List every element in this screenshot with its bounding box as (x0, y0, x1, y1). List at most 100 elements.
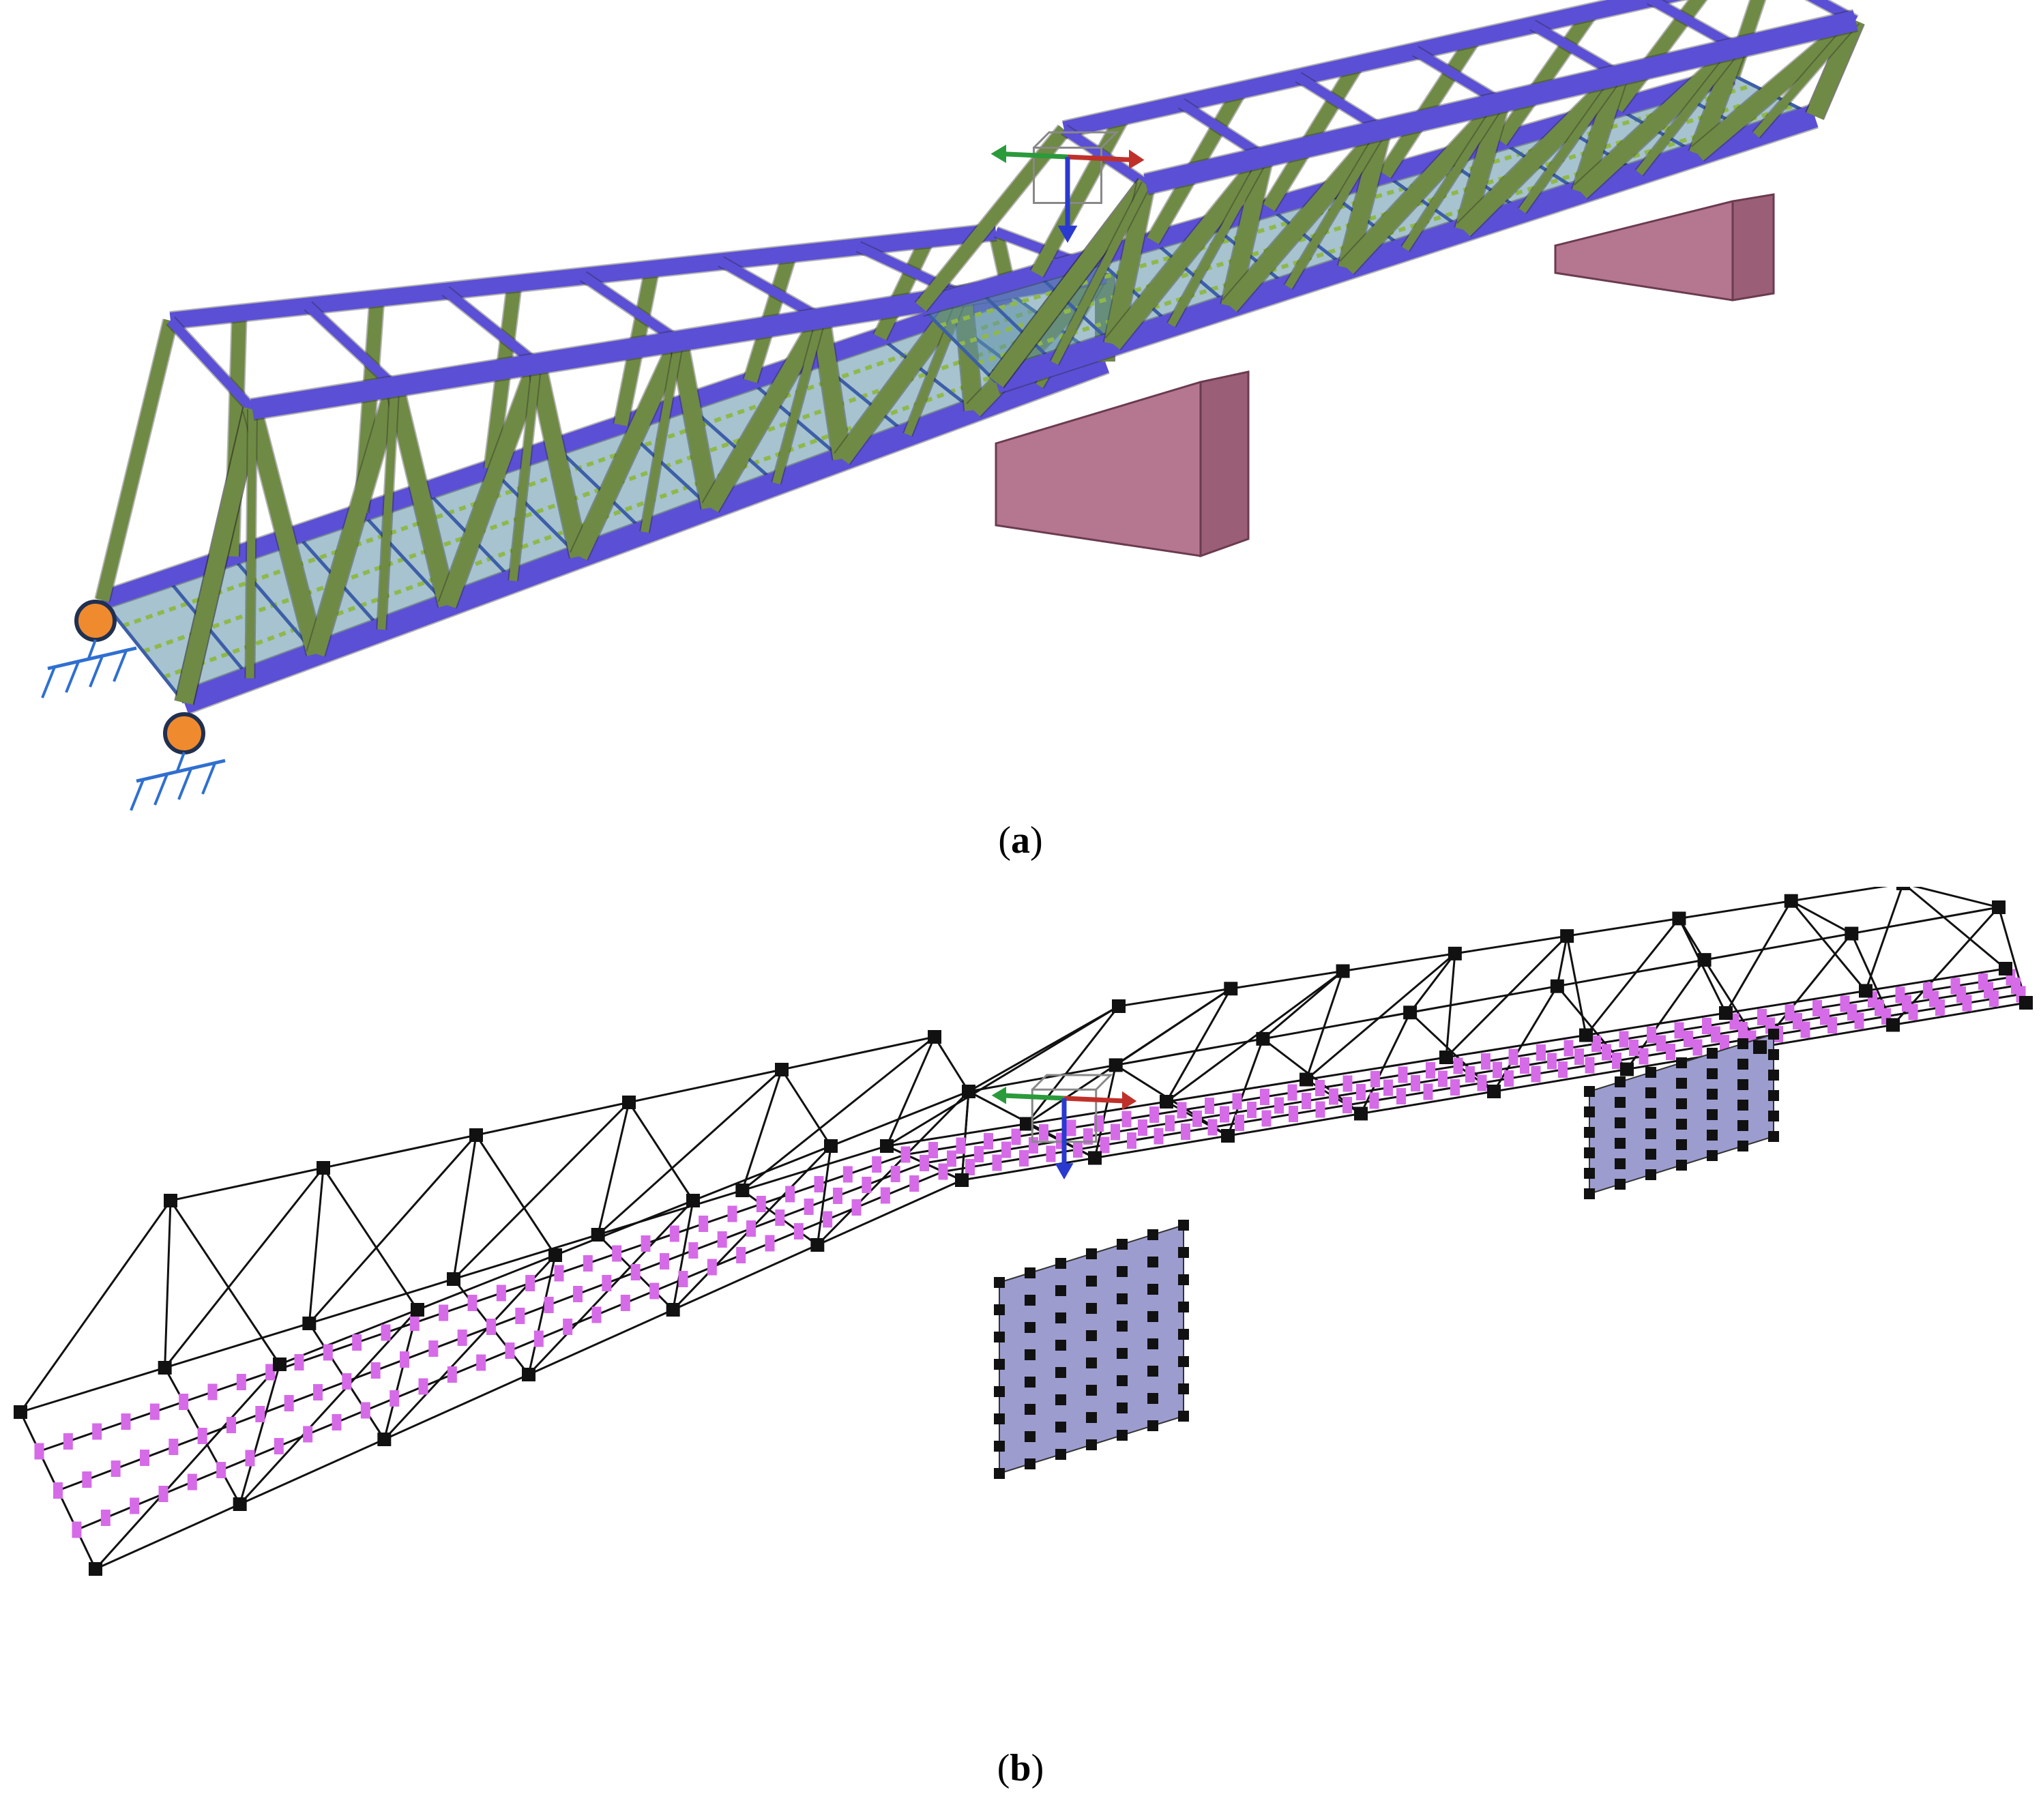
spring-element (1342, 1097, 1352, 1113)
spring-element (823, 1211, 833, 1228)
mesh-node (1055, 1285, 1066, 1296)
mesh-node (1025, 1458, 1036, 1469)
front-vertical (246, 409, 256, 679)
node-marker (447, 1272, 460, 1286)
spring-element (486, 1319, 496, 1335)
front-diagonal-line (672, 1200, 694, 1310)
spring-element (1315, 1080, 1325, 1096)
spring-element (140, 1450, 149, 1466)
front-diagonal (385, 384, 456, 608)
spring-element (1629, 1040, 1639, 1056)
front-diagonal-line (527, 1254, 557, 1375)
spring-element (1558, 1061, 1568, 1078)
back-diagonal-line (886, 1005, 1119, 1147)
spring-element (1684, 1031, 1693, 1047)
spring-element (1520, 1057, 1529, 1074)
spring-element (447, 1366, 457, 1383)
spring-element (1181, 1124, 1190, 1140)
spring-element (1757, 1009, 1767, 1025)
back-diagonal-line (308, 1134, 478, 1324)
spring-element (793, 1223, 804, 1239)
front-vertical (1401, 100, 1505, 252)
spring-element (158, 1486, 168, 1502)
spring-element (187, 1473, 197, 1491)
back-diagonal-line (1445, 953, 1456, 1058)
spring-element (1192, 1111, 1202, 1127)
top-lateral (1647, 0, 1740, 53)
spring-element (660, 1253, 669, 1269)
spring-element (1504, 1070, 1514, 1087)
spring-element (900, 1146, 911, 1163)
spring-element (496, 1285, 506, 1302)
front-diagonal (1574, 41, 1744, 199)
spring-element (149, 1403, 160, 1420)
front-diagonal (1338, 127, 1392, 271)
mesh-node (1117, 1403, 1128, 1413)
spring-element (630, 1264, 641, 1280)
back-diagonal-line (1724, 900, 1793, 1014)
spring-element (53, 1482, 63, 1499)
node-marker (1992, 900, 2006, 914)
node-marker (1886, 1018, 1900, 1032)
spring-element (612, 1245, 622, 1262)
spring-element (920, 1155, 929, 1171)
spring-element (1563, 1040, 1574, 1057)
front-diagonal-line (1093, 1065, 1117, 1158)
mesh-node (1086, 1303, 1097, 1314)
mesh-node (1707, 1150, 1718, 1161)
spring-element (1812, 1000, 1822, 1016)
pier-2-side (1731, 193, 1775, 302)
top-lateral (1413, 46, 1503, 107)
spring-element (1207, 1119, 1218, 1136)
mesh-node (1147, 1366, 1158, 1377)
mesh-node (1178, 1220, 1189, 1231)
top-lateral (581, 272, 681, 345)
back-diagonal-line (1025, 1006, 1120, 1125)
deck-floor-beam (231, 555, 317, 656)
mesh-node (1768, 1090, 1779, 1101)
spring-element (1232, 1093, 1242, 1110)
mesh-node (1178, 1274, 1189, 1285)
spring-element (1962, 995, 1972, 1012)
front-diagonal (1806, 16, 1864, 120)
mesh-node (994, 1413, 1005, 1424)
deck-floor-beam (920, 306, 997, 383)
deck-floor-beam (1383, 173, 1465, 232)
deck-floor-beam (978, 289, 1056, 364)
front-diagonal (1572, 72, 1628, 195)
top-lateral (166, 317, 256, 413)
spring-element (1260, 1089, 1269, 1105)
back-diagonal (96, 319, 177, 602)
spring-element (1785, 1004, 1795, 1021)
spring-element (1205, 1098, 1214, 1114)
back-diagonal-line (597, 1102, 630, 1235)
spring-element (1083, 1128, 1093, 1145)
mesh-node (1737, 1100, 1748, 1111)
spring-element (1411, 1075, 1420, 1091)
spring-element (928, 1142, 938, 1158)
spring-element (1247, 1102, 1257, 1118)
back-diagonal-line (19, 1200, 172, 1413)
top-lateral (1530, 20, 1621, 80)
node-marker (1300, 1072, 1313, 1087)
spring-element (313, 1384, 323, 1400)
spring-element (583, 1255, 593, 1272)
spring-element (727, 1205, 737, 1222)
mesh-node (1584, 1127, 1595, 1138)
node-marker (1859, 984, 1873, 998)
pier-2-mesh (1584, 1029, 1779, 1199)
spring-element (111, 1461, 121, 1477)
spring-element (1989, 990, 1999, 1007)
spring-element (872, 1156, 882, 1173)
mesh-node (1025, 1404, 1036, 1415)
spring-element (1029, 1137, 1038, 1154)
front-vertical (377, 386, 399, 630)
mesh-node (1025, 1267, 1036, 1278)
node-marker (2019, 996, 2033, 1010)
mesh-node (1117, 1293, 1128, 1304)
top-lateral-line (1262, 970, 1344, 1040)
spring-element (1656, 1035, 1666, 1052)
top-lateral (442, 287, 540, 368)
front-diagonal-line (1360, 1012, 1411, 1115)
front-diagonal (1104, 182, 1155, 346)
